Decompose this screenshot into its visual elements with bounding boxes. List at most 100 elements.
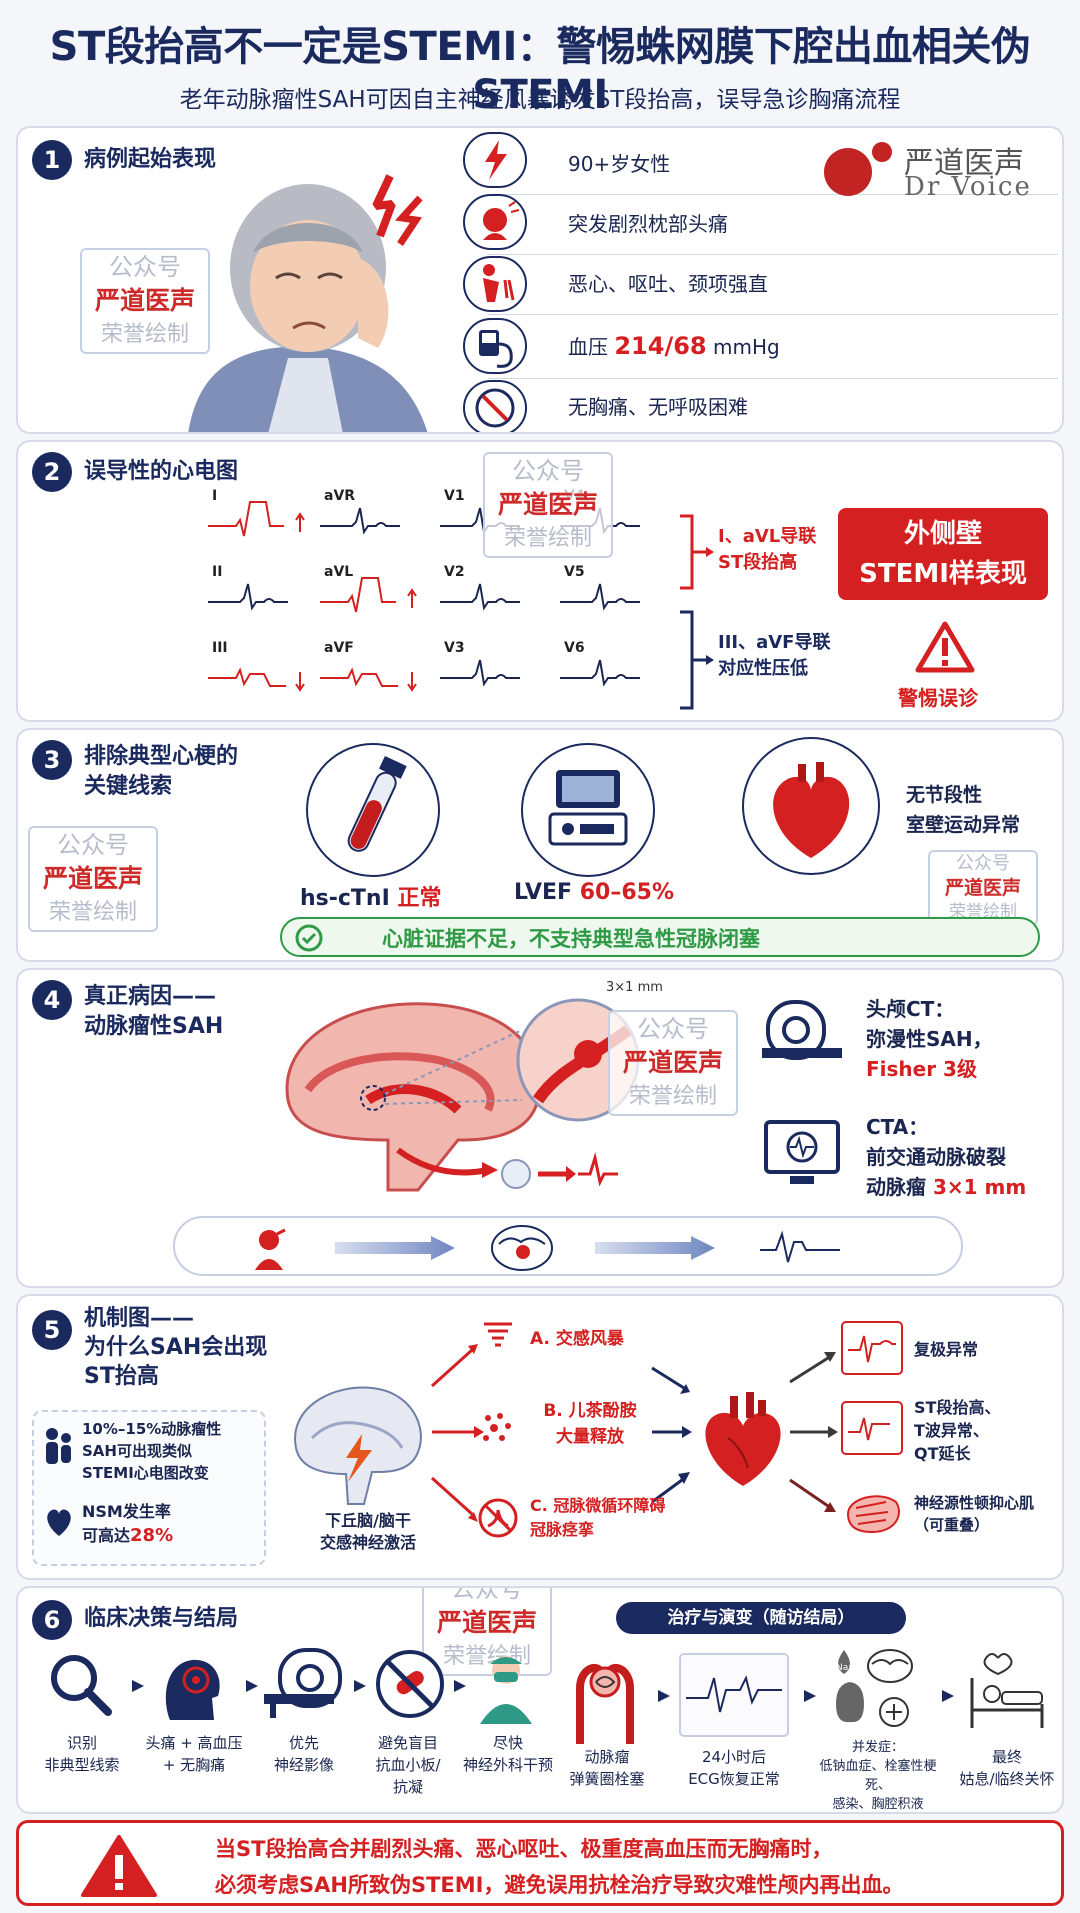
step-5-caption: 尽快 神经外科干预 [462,1734,553,1774]
tornado-icon [484,1322,512,1347]
echo-machine-icon [521,743,655,877]
elevation-note: I、aVL导联 ST段抬高 [718,526,817,573]
logo-text-en: Dr Voice [904,172,1032,202]
warning-triangle-icon [915,621,975,673]
section-1-card: 1 病例起始表现 公众号 严道医声 荣誉绘制 90+岁女性 突发剧烈枕部头痛 恶… [16,126,1064,434]
ecg-lead-label: V6 [564,640,585,656]
coiled-aneurysm-icon [576,1664,634,1744]
ecg-lead-v2: V2 [440,564,520,611]
headache-person-icon [255,1228,286,1270]
head-target-icon [165,1659,220,1720]
logo-text-cn: 严道医声 [904,146,1024,181]
ecg-lead-i: I [208,488,305,537]
heart-outline-icon [47,1509,71,1536]
heart-icon [742,737,880,875]
st-depression-arrow [407,672,417,692]
ecg-trace [208,583,288,611]
ecg-lead-iii: III [208,640,305,692]
page-subtitle: 老年动脉瘤性SAH可因自主神经风暴诱发ST段抬高，误导急诊胸痛流程 [179,87,901,113]
stemi-badge: 外侧壁 STEMI样表现 [838,508,1048,600]
bracket-elevation [680,514,714,590]
footer-line-2: 必须考虑SAH所致伪STEMI，避免误用抗栓治疗导致灾难性颅内再出血。 [215,1873,904,1897]
brand-logo: 严道医声 Dr Voice [818,138,1058,202]
ecg-lead-label: aVL [324,564,353,580]
step-3-caption: 优先 神经影像 [273,1734,334,1774]
watermark: 公众号 严道医声 荣誉绘制 [422,1588,552,1676]
ecg-lead-label: aVF [324,640,354,656]
section-3-card: 3 排除典型心梗的 关键线索 公众号 严道医声 荣誉绘制 hs-cTnI 正常 … [16,728,1064,962]
page-title: ST段抬高不一定是STEMI：警惕蛛网膜下腔出血相关伪STEMI [49,24,1031,118]
ecg-grid: IaVRV1V4IIaVLV2V5IIIaVFV3V6 [208,488,640,692]
treatment-pill: 治疗与演变（随访结局） [616,1602,906,1634]
lightning-icon [463,132,527,188]
stat-nsm: NSM发生率 可高达28% [82,1502,174,1546]
myocardium-icon [846,1495,900,1534]
ecg-st-elevation-icon [841,1401,903,1455]
ecg-lead-avl: aVL [320,564,417,613]
section-6-card: 6 临床决策与结局 公众号 严道医声 荣誉绘制 治疗与演变（随访结局） 识别 非… [16,1586,1064,1814]
ecg-lead-label: I [212,488,217,504]
wall-motion-text: 无节段性 室壁运动异常 [906,784,1021,836]
symptom-text-headache: 突发剧烈枕部头痛 [568,212,728,236]
ecg-lead-label: II [212,564,222,580]
brain-caption: 下丘脑/脑干 交感神经激活 [319,1511,416,1552]
brain-hypothalamus-illustration [294,1386,422,1505]
section-title: 病例起始表现 [84,147,217,172]
magnifier-icon [51,1655,112,1716]
heart-anatomy-illustration [705,1392,781,1486]
vomit-icon [463,256,527,312]
vessel-spasm-icon [478,1498,518,1538]
bp-value: 214/68 [614,332,707,360]
section-5-card: 5 机制图—— 为什么SAH会出现 ST抬高 10%–15%动脉瘤性 SAH可出… [16,1294,1064,1580]
st-elevation-arrow [407,588,417,608]
mechanism-c: C. 冠脉微循环障碍 冠脉痉挛 [530,1496,666,1539]
divider [488,194,1058,195]
step-2-caption: 头痛 + 高血压 + 无胸痛 [145,1734,243,1774]
divider [488,314,1058,315]
check-circle-icon [295,924,323,952]
chevron-right-icon [132,1680,144,1692]
section-title: 真正病因—— 动脉瘤性SAH [84,984,224,1039]
section-number: 1 [32,140,72,180]
ecg-lead-v6: V6 [560,640,640,687]
flow-arrow-icon [335,1236,455,1260]
ecg-lead-label: V5 [564,564,585,580]
section-title: 误导性的心电图 [84,459,239,484]
mechanism-a: A. 交感风暴 [530,1329,624,1349]
ecg-trace [440,583,520,611]
outcome-1-caption: 动脉瘤 弹簧圈栓塞 [569,1748,645,1788]
section-number: 3 [32,740,72,780]
ecg-lead-label: III [212,640,228,656]
outcome-4-caption: 最终 姑息/临终关怀 [959,1748,1055,1788]
chevron-right-icon [454,1680,466,1692]
ecg-lead-ii: II [208,564,288,611]
ecg-wave-icon [760,1230,840,1263]
ecg-lead-avr: aVR [320,488,400,535]
chevron-right-icon [246,1680,258,1692]
aneurysm-size-label: 3×1 mm [606,980,663,995]
mechanism-arrows [430,1344,838,1522]
bp-monitor-icon [463,318,527,374]
header: ST段抬高不一定是STEMI：警惕蛛网膜下腔出血相关伪STEMI 老年动脉瘤性S… [0,0,1080,125]
ecg-trace [320,507,400,535]
ecg-lead-avf: aVF [320,640,417,692]
cta-findings: CTA： 前交通动脉破裂 动脉瘤 3×1 mm [866,1115,1027,1199]
svg-text:Na⁺: Na⁺ [836,1663,853,1673]
symptom-text-no-chest-pain: 无胸痛、无呼吸困难 [568,395,748,419]
stat-sah-ecg: 10%–15%动脉瘤性 SAH可出现类似 STEMI心电图改变 [82,1420,222,1482]
chevron-right-icon [804,1690,816,1702]
symptom-text-bp: 血压 214/68 mmHg [568,332,780,360]
watermark: 公众号 严道医声 荣誉绘制 [608,1010,738,1116]
causal-flow-bar [173,1216,963,1276]
elderly-woman-headache-illustration [188,174,428,432]
blood-tube-icon [306,743,440,877]
footer-warning-banner: 当ST段抬高合并剧烈头痛、恶心呕吐、极重度高血压而无胸痛时， 必须考虑SAH所致… [16,1820,1064,1906]
ecg-trace [320,577,396,613]
chevron-right-icon [658,1690,670,1702]
ecg-lead-v5: V5 [560,564,640,611]
lvef-caption: LVEF 60–65% [514,880,675,905]
watermark: 公众号 严道医声 荣誉绘制 [483,452,613,558]
ecg-lead-label: V2 [444,564,465,580]
bracket-depression [680,610,714,710]
step-1-caption: 识别 非典型线索 [44,1734,120,1774]
